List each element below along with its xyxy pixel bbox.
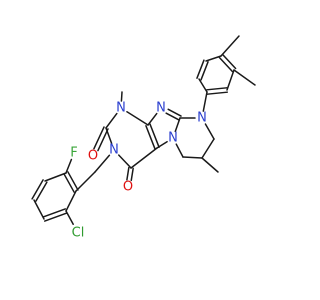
single-bond-n1-me_n1 xyxy=(120,91,123,102)
atom-label-n3: N xyxy=(109,143,119,158)
single-bond-c5-n_link xyxy=(156,140,168,149)
single-bond-c2-n3 xyxy=(105,127,113,145)
double-bond-c6-o6 xyxy=(126,166,130,181)
single-bond-b2-b3 xyxy=(44,172,67,182)
atom-label-o6: O xyxy=(123,180,133,195)
atom-label-n1: N xyxy=(116,101,126,116)
single-bond-n1-c2 xyxy=(105,112,118,129)
single-bond-a4-me_a4 xyxy=(220,35,240,57)
single-bond-c_ch-c_ch2b xyxy=(182,156,203,159)
single-bond-c_ch2b-n_link xyxy=(175,143,184,158)
double-bond-c9-n9 xyxy=(167,108,182,117)
atom-label-n9: N xyxy=(156,101,166,116)
single-bond-b6-cl xyxy=(65,210,74,225)
double-bond-c8-c5 xyxy=(145,125,156,150)
single-bond-n3-c6 xyxy=(118,154,132,169)
single-bond-c6-c5 xyxy=(130,147,158,169)
single-bond-ch2-b1 xyxy=(75,171,96,192)
double-bond-b1-b2 xyxy=(63,173,75,193)
double-bond-c2-o2 xyxy=(97,128,109,152)
single-bond-a5-a6 xyxy=(226,69,235,91)
double-bond-b3-b4 xyxy=(35,181,48,202)
double-bond-b5-b6 xyxy=(44,212,68,222)
atom-label-n_link: N xyxy=(168,131,178,146)
single-bond-c_ch2a-c_ch xyxy=(201,138,215,159)
double-bond-b1-b2 xyxy=(67,171,79,191)
bond-lines xyxy=(31,35,256,225)
single-bond-b4-b5 xyxy=(33,199,45,220)
double-bond-a2-a3 xyxy=(200,61,209,81)
double-bond-a6-a1 xyxy=(206,87,228,91)
double-bond-c9-n9 xyxy=(165,112,180,121)
single-bond-a1-a2 xyxy=(198,78,208,93)
single-bond-b2-f xyxy=(65,158,73,174)
single-bond-a5-me_a5 xyxy=(233,69,256,86)
atom-label-o2: O xyxy=(88,149,98,164)
single-bond-n_aryl-c_ch2a xyxy=(204,123,215,140)
double-bond-b5-b6 xyxy=(42,208,66,218)
double-bond-b3-b4 xyxy=(31,179,44,200)
double-bond-a6-a1 xyxy=(206,91,228,95)
single-bond-c8-n1 xyxy=(126,110,149,126)
double-bond-c6-o6 xyxy=(130,167,134,182)
atom-label-cl: Cl xyxy=(72,226,85,241)
single-bond-c_ch-me_ch xyxy=(201,157,219,173)
single-bond-n3-ch2 xyxy=(94,154,111,173)
single-bond-n9-c8 xyxy=(147,112,158,126)
double-bond-a4-a5 xyxy=(218,56,234,73)
double-bond-a2-a3 xyxy=(196,59,205,79)
double-bond-c2-o2 xyxy=(93,126,105,150)
double-bond-c8-c5 xyxy=(149,123,160,148)
single-bond-a1-n_aryl xyxy=(202,91,208,112)
double-bond-a4-a5 xyxy=(221,53,237,70)
atom-label-f: F xyxy=(70,146,77,161)
single-bond-b6-b1 xyxy=(65,190,77,212)
atom-label-n_aryl: N xyxy=(197,111,207,126)
single-bond-a3-a4 xyxy=(205,55,222,62)
